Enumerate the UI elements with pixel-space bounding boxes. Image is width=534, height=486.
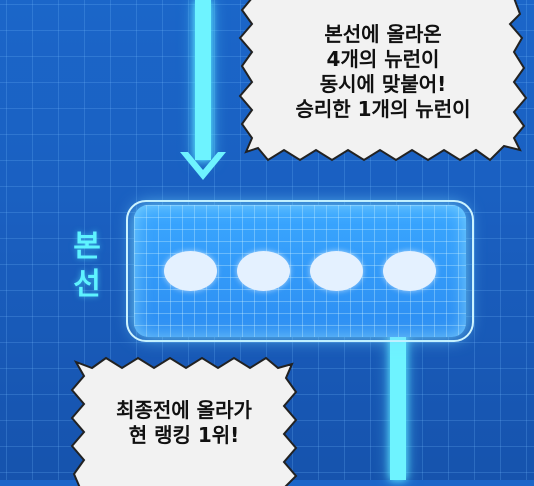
stage-label-char: 본 <box>73 229 101 264</box>
arrow-head-icon <box>180 152 226 180</box>
neuron-dot <box>237 251 290 291</box>
neuron-dot <box>383 251 436 291</box>
neuron-dot <box>310 251 363 291</box>
top-bubble-line: 4개의 뉴런이 <box>326 47 440 71</box>
stage-bracket-outline <box>126 200 474 342</box>
top-bubble-text: 본선에 올라온 4개의 뉴런이 동시에 맞붙어! 승리한 1개의 뉴런이 <box>238 22 528 122</box>
bottom-bubble-line: 최종전에 올라가 <box>116 398 252 422</box>
bottom-speech-bubble: 최종전에 올라가 현 랭킹 1위! <box>70 356 298 486</box>
stage-label: 본 선 <box>70 228 104 304</box>
stage-node-box <box>134 205 466 337</box>
top-bubble-line: 본선에 올라온 <box>324 22 442 46</box>
jagged-bubble-shape <box>70 356 298 486</box>
outgoing-line <box>390 336 406 480</box>
neuron-group <box>164 251 436 291</box>
top-speech-bubble: 본선에 올라온 4개의 뉴런이 동시에 맞붙어! 승리한 1개의 뉴런이 <box>238 0 528 164</box>
bottom-bubble-line: 현 랭킹 1위! <box>128 423 240 447</box>
incoming-arrow-line <box>195 0 211 160</box>
neuron-dot <box>164 251 217 291</box>
stage-label-char: 선 <box>73 267 101 302</box>
top-bubble-line: 동시에 맞붙어! <box>319 72 447 96</box>
bottom-bubble-text: 최종전에 올라가 현 랭킹 1위! <box>70 398 298 448</box>
top-bubble-line: 승리한 1개의 뉴런이 <box>295 97 471 121</box>
jagged-bubble-shape <box>238 0 528 162</box>
